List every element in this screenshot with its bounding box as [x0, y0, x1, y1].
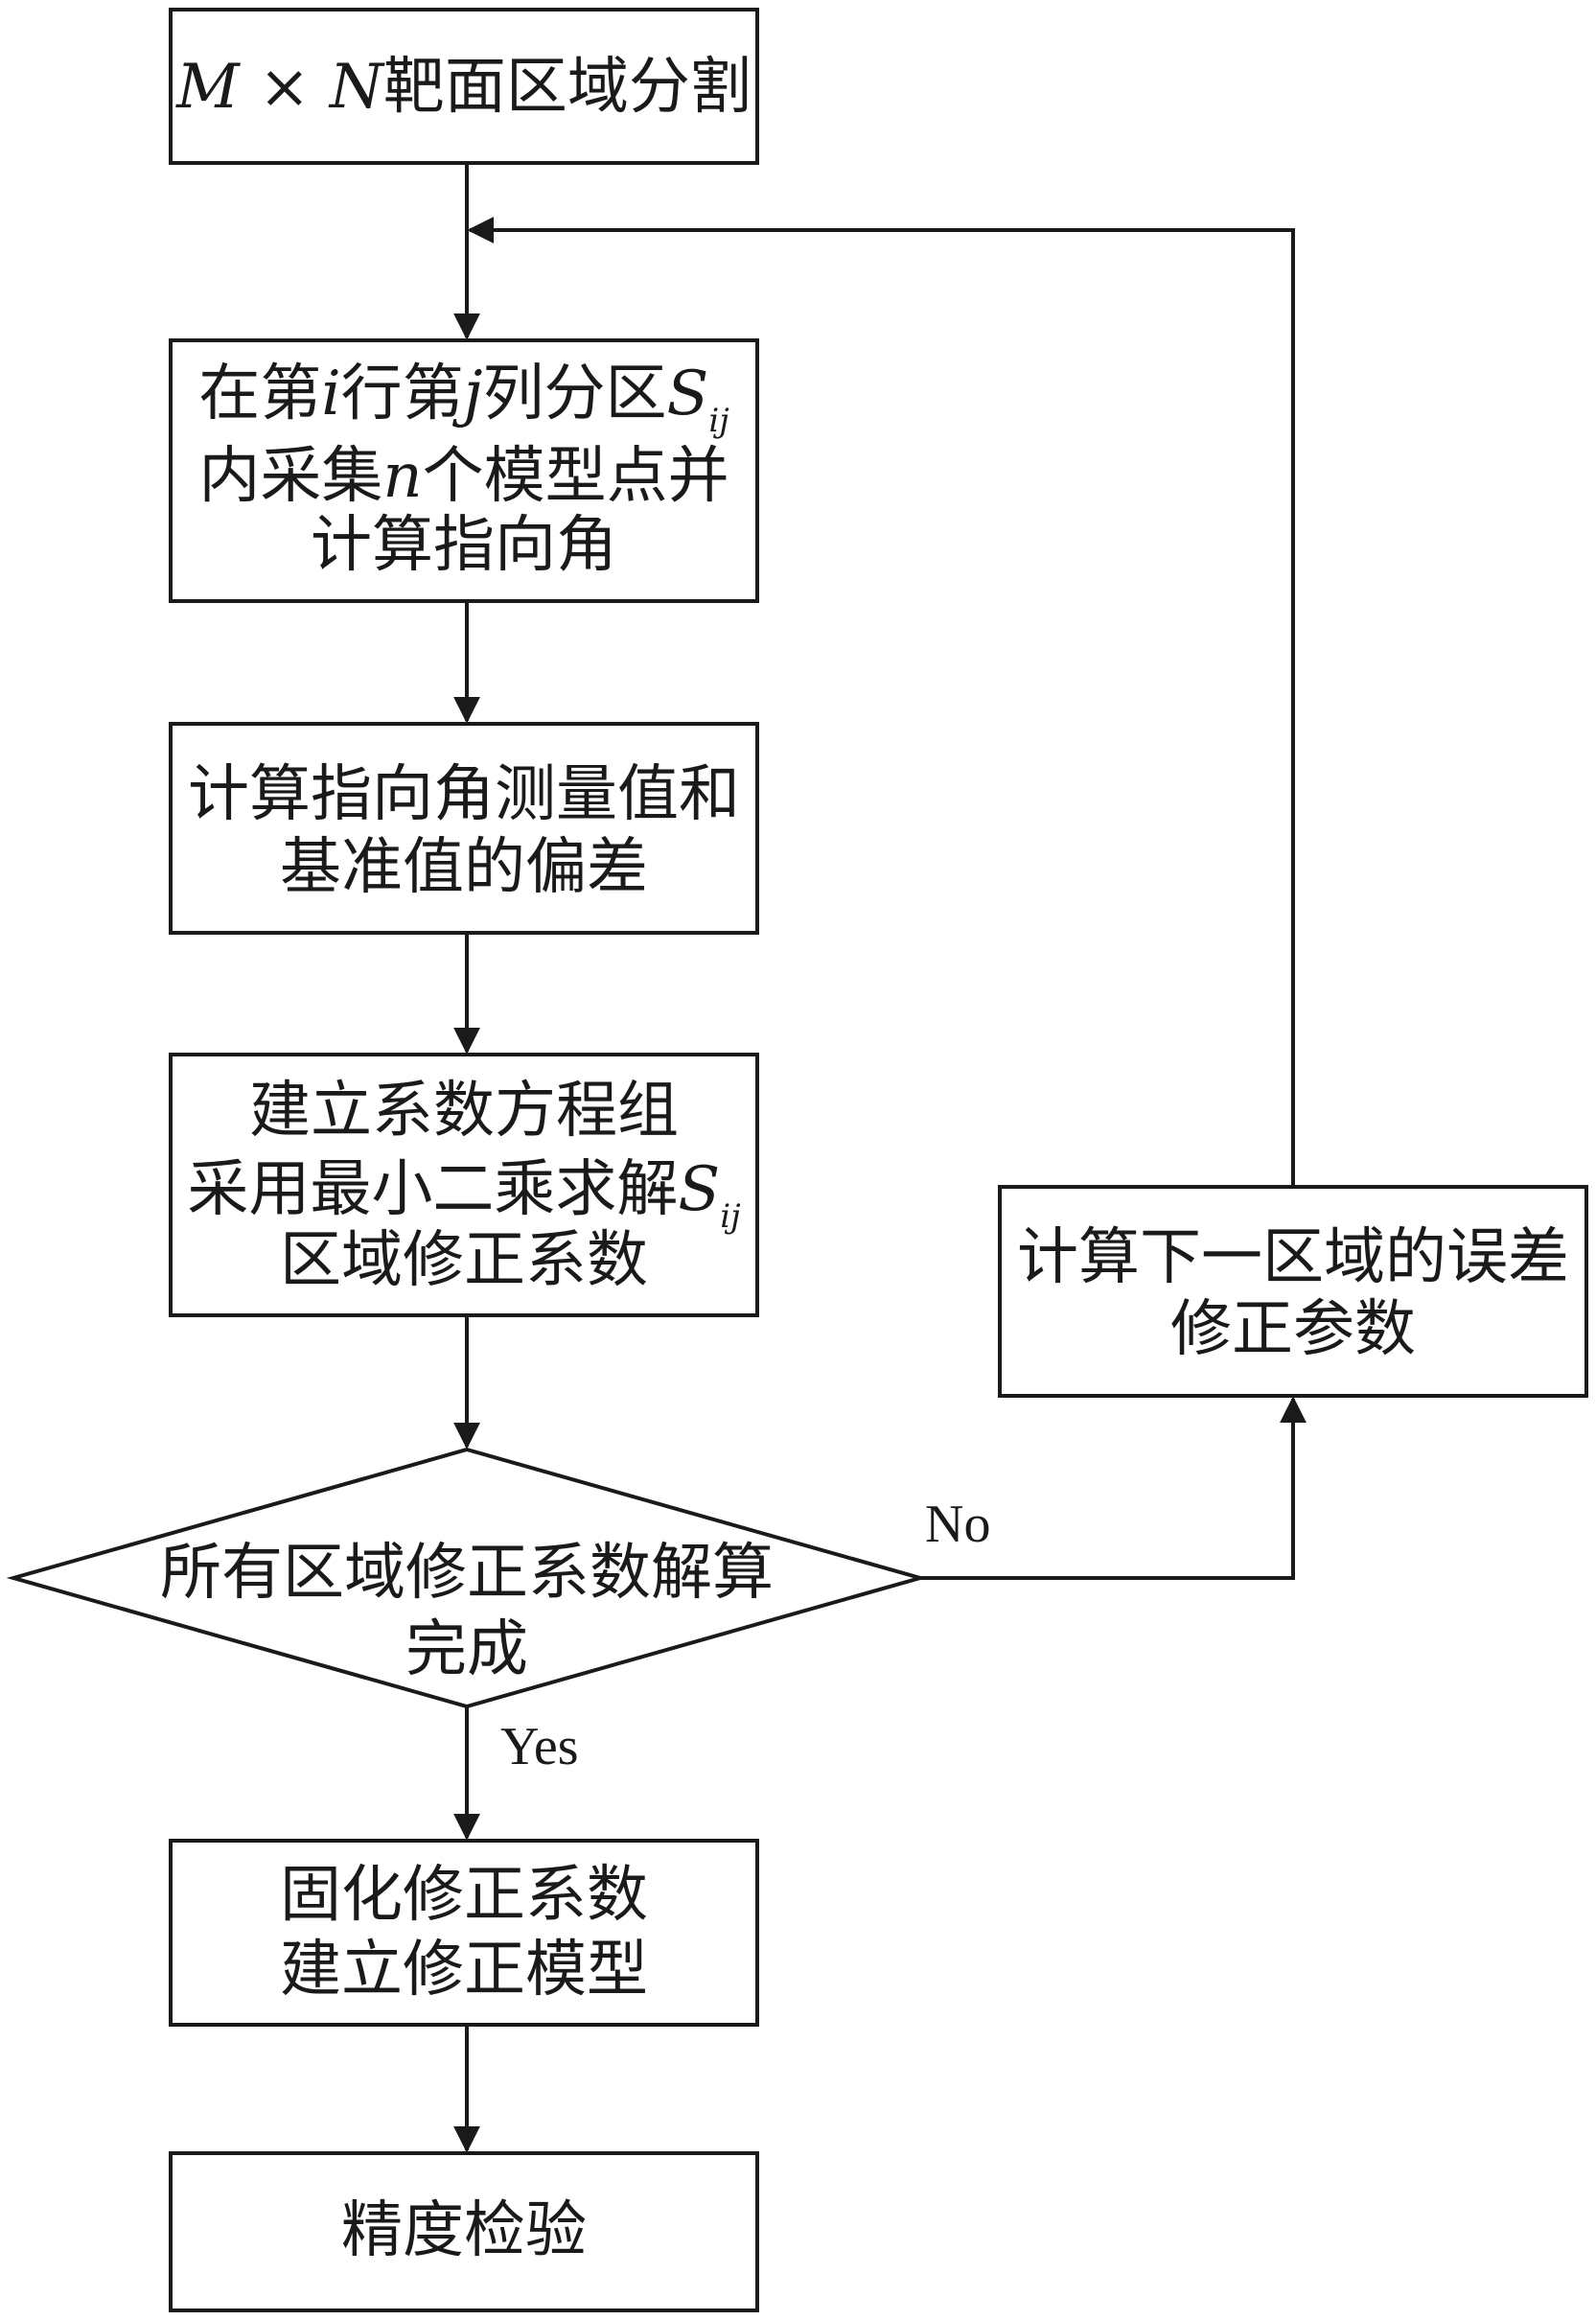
- next-region-label-line1: 计算下一区域的误差: [1017, 1222, 1569, 1293]
- segment-label: M × N靶面区域分割: [175, 52, 752, 123]
- arrow-loop-back: [467, 217, 1295, 1187]
- fix-node: 固化修正系数 建立修正模型: [169, 1839, 759, 2027]
- fix-label-line1: 固化修正系数: [280, 1860, 648, 1931]
- collect-node: 在第i行第j列分区Sij 内采集n个模型点并 计算指向角: [169, 338, 759, 603]
- solve-node: 建立系数方程组 采用最小二乘求解Sij 区域修正系数: [169, 1053, 759, 1317]
- solve-label-line3: 区域修正系数: [280, 1225, 648, 1296]
- next-region-node: 计算下一区域的误差 修正参数: [998, 1185, 1588, 1398]
- solve-label-line1: 建立系数方程组: [249, 1076, 679, 1147]
- decision-label-line2: 完成: [405, 1614, 528, 1685]
- yes-label: Yes: [500, 1717, 578, 1776]
- collect-label-line1: 在第i行第j列分区Sij: [198, 359, 729, 440]
- solve-label-line2: 采用最小二乘求解Sij: [187, 1154, 741, 1236]
- collect-label-line2: 内采集n个模型点并: [198, 441, 729, 512]
- deviation-label-line2: 基准值的偏差: [280, 832, 648, 903]
- deviation-label-line1: 计算指向角测量值和: [188, 759, 740, 830]
- decision-node: 所有区域修正系数解算 完成: [6, 1447, 928, 1709]
- no-label: No: [925, 1495, 990, 1554]
- verify-label: 精度检验: [341, 2195, 587, 2266]
- decision-label-line1: 所有区域修正系数解算: [160, 1538, 774, 1609]
- deviation-node: 计算指向角测量值和 基准值的偏差: [169, 722, 759, 935]
- arrow-decision-no: [920, 1396, 1307, 1580]
- verify-node: 精度检验: [169, 2151, 759, 2312]
- segment-node: M × N靶面区域分割: [169, 8, 759, 165]
- next-region-label-line2: 修正参数: [1170, 1294, 1416, 1365]
- collect-label-line3: 计算指向角: [311, 510, 617, 581]
- fix-label-line2: 建立修正模型: [280, 1935, 648, 2006]
